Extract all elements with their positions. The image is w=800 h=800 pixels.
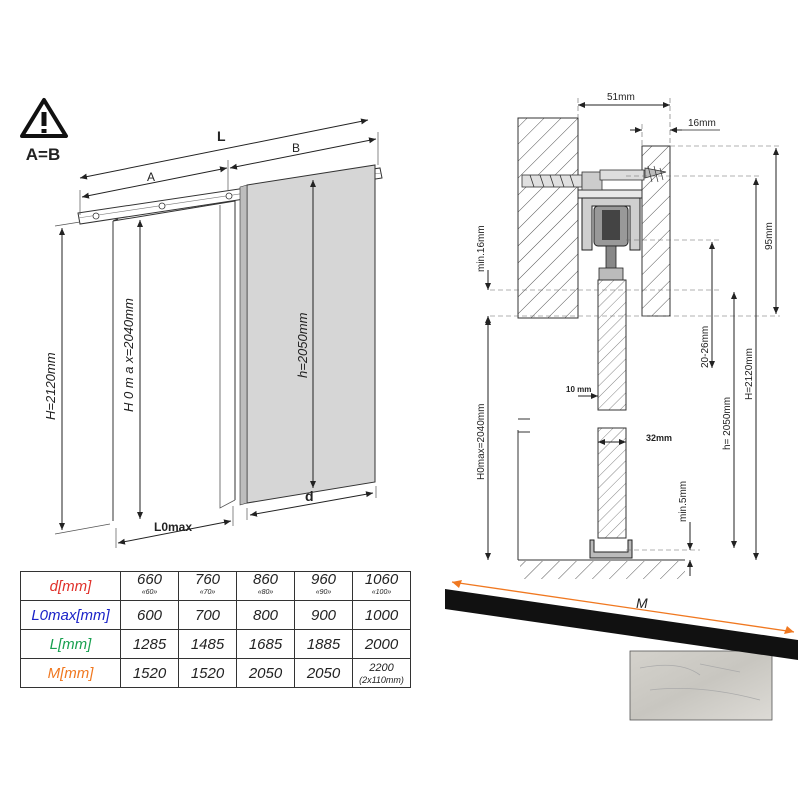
dim-d-label: d [305, 488, 314, 504]
dim-H-label: H=2120mm [43, 352, 58, 420]
spec-cell-value: 1285 [132, 635, 167, 653]
spec-cell-subvalue: «80» [257, 589, 274, 596]
door-section-bottom [597, 427, 627, 539]
spec-cell-subvalue: «60» [141, 589, 158, 596]
spec-cell-value: 1060 [364, 571, 399, 588]
wall-section [517, 117, 579, 319]
spec-cell: 960«90» [294, 571, 353, 601]
spec-cell: 1285 [120, 629, 179, 659]
section-view: 51mm 16mm 95mm min.16mm 20-26mm H=2120mm… [476, 92, 780, 579]
spec-cell-value: 1000 [364, 606, 399, 624]
spec-cell-value: 2050 [248, 664, 283, 682]
spec-cell: 600 [120, 600, 179, 630]
spec-cell-value: 1520 [132, 664, 167, 682]
spec-cell: 1485 [178, 629, 237, 659]
spec-cell-value: 660 [136, 571, 163, 588]
spec-cell-value: 1485 [190, 635, 225, 653]
spec-cell-value: 760 [194, 571, 221, 588]
door-section-top [597, 279, 627, 411]
spec-cell-value: 860 [252, 571, 279, 588]
spec-cell-value: 2200 [369, 661, 394, 674]
spec-cell-value: 2000 [364, 635, 399, 653]
spec-cell: 860«80» [236, 571, 295, 601]
spec-cell-subvalue: «70» [199, 589, 216, 596]
dim-H0max2040mm: H0max=2040mm [476, 404, 487, 480]
spec-cell: 1520 [120, 658, 179, 688]
spec-cell: 2200(2x110mm) [352, 658, 411, 688]
dim-M-label: M [636, 595, 648, 611]
spec-cell-value: 960 [310, 571, 337, 588]
spec-cell-value: 1885 [306, 635, 341, 653]
spec-table: d[mm]660«60»760«70»860«80»960«90»1060«10… [20, 571, 411, 688]
rail-detail: M [445, 580, 798, 721]
spec-cell: 900 [294, 600, 353, 630]
spec-row: M[mm] 1520 1520 2050 2050 2200(2x110mm) [20, 658, 411, 688]
dim-H2120mm: H=2120mm [744, 348, 755, 400]
spec-cell-value: 2050 [306, 664, 341, 682]
spec-cell-value: 800 [252, 606, 279, 624]
spec-cell: 700 [178, 600, 237, 630]
spec-row-label: L0max[mm] [20, 600, 121, 630]
spec-cell: 760«70» [178, 571, 237, 601]
spec-cell-value: 600 [136, 606, 163, 624]
spec-row: d[mm]660«60»760«70»860«80»960«90»1060«10… [20, 571, 411, 601]
dim-A-label: A [147, 170, 155, 184]
warning-icon [20, 98, 68, 138]
spec-cell-subvalue: «90» [315, 589, 332, 596]
spec-row: L[mm] 1285 1485 1685 1885 2000 [20, 629, 411, 659]
spec-cell: 1685 [236, 629, 295, 659]
dim-20-26mm: 20-26mm [700, 326, 711, 368]
dim-min5mm: min.5mm [678, 481, 689, 522]
anchor-bolt [521, 171, 603, 191]
door-panel-photo [629, 650, 773, 721]
spec-cell: 1000 [352, 600, 411, 630]
black-rail [445, 589, 798, 660]
dim-95mm: 95mm [764, 222, 775, 250]
spec-row: L0max[mm] 600 700 800 900 1000 [20, 600, 411, 630]
dim-L-label: L [217, 128, 226, 144]
dim-10mm: 10 mm [566, 385, 591, 394]
spec-cell-value: 900 [310, 606, 337, 624]
dim-32mm: 32mm [646, 433, 672, 443]
spec-cell: 1520 [178, 658, 237, 688]
spec-cell: 2050 [294, 658, 353, 688]
dim-16mm: 16mm [688, 118, 716, 129]
spec-row-label: L[mm] [20, 629, 121, 659]
dim-H0max-label: H 0 m a x=2040mm [121, 298, 136, 412]
screw [599, 165, 667, 183]
spec-cell: 2050 [236, 658, 295, 688]
spec-cell: 660«60» [120, 571, 179, 601]
dim-h-label: h=2050mm [295, 312, 310, 378]
rail-profile [581, 197, 641, 281]
spec-cell: 2000 [352, 629, 411, 659]
dim-h2050mm: h= 2050mm [722, 397, 733, 450]
spec-cell-subvalue: (2x110mm) [359, 674, 404, 685]
floor-guide [589, 539, 633, 559]
dim-min16mm: min.16mm [476, 225, 487, 272]
door-leaf [246, 164, 376, 504]
spec-row-label: M[mm] [20, 658, 121, 688]
warning-label: A=B [26, 145, 60, 164]
dim-51mm: 51mm [607, 92, 635, 103]
dim-B-label: B [292, 141, 300, 155]
spec-row-label: d[mm] [20, 571, 121, 601]
front-view: L A B H=2120mm H 0 m a x=2040mm h=2050mm… [43, 118, 383, 548]
spec-cell: 1060«100» [352, 571, 411, 601]
spec-cell: 800 [236, 600, 295, 630]
dim-L0max-label: L0max [154, 520, 192, 534]
spec-cell: 1885 [294, 629, 353, 659]
floor [520, 561, 685, 579]
spec-cell-subvalue: «100» [371, 589, 392, 596]
spec-cell-value: 1520 [190, 664, 225, 682]
door-opening [112, 200, 236, 521]
spec-cell-value: 700 [194, 606, 221, 624]
bracket [577, 189, 643, 199]
spec-cell-value: 1685 [248, 635, 283, 653]
